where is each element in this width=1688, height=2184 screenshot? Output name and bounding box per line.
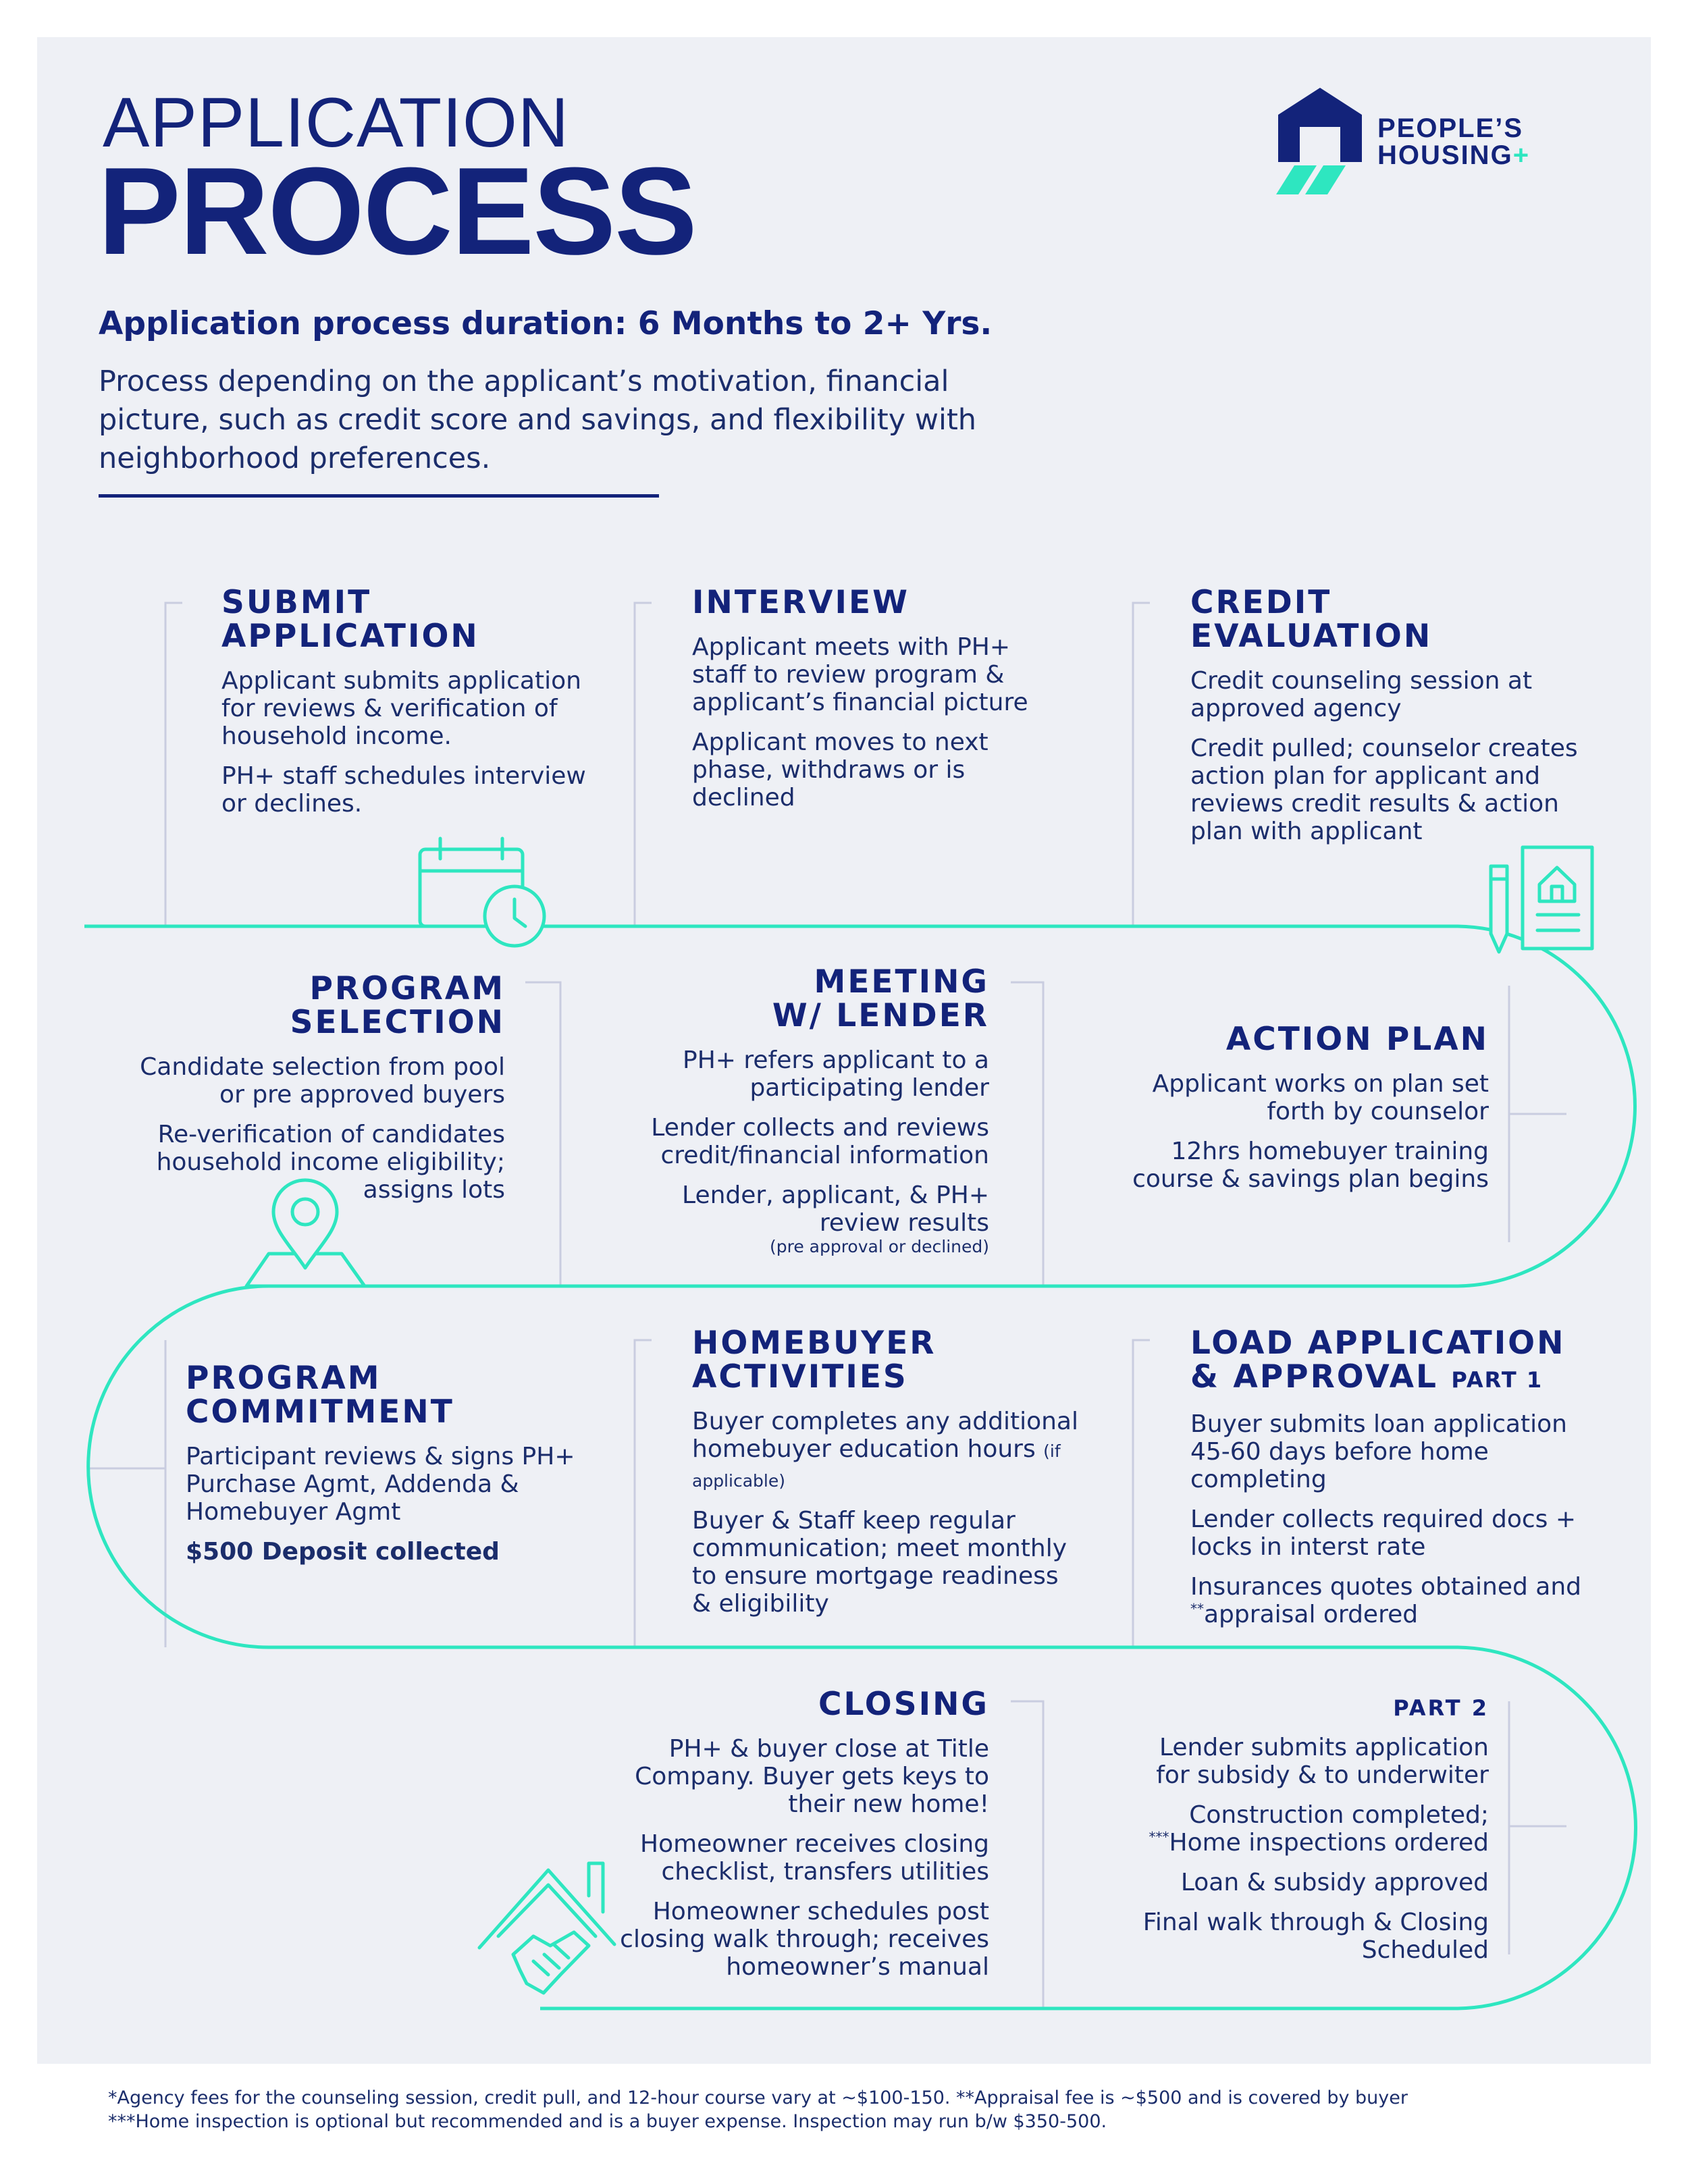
step-title: ACTION PLAN xyxy=(1225,1021,1489,1058)
step-text: Final walk through & Closing Scheduled xyxy=(1142,1909,1489,1964)
step-text: Lender, applicant, & PH+ review results xyxy=(682,1181,989,1237)
step-title: INTERVIEW xyxy=(692,584,909,621)
step-text: Re-verification of candidates household … xyxy=(156,1121,505,1204)
step-text: PH+ & buyer close at Title Company. Buye… xyxy=(635,1735,989,1818)
location-pin-icon xyxy=(244,1178,367,1288)
timeline-path xyxy=(84,924,1637,2010)
step-text-emphasis: $500 Deposit collected xyxy=(186,1538,500,1566)
step-connectors xyxy=(88,602,1566,2008)
step-text: Loan & subsidy approved xyxy=(1180,1869,1489,1896)
step-text: Credit counseling session at approved ag… xyxy=(1190,667,1533,722)
connector-meeting xyxy=(1011,981,1045,1286)
connector-loan xyxy=(1132,1339,1150,1647)
page-card xyxy=(37,37,1651,2064)
step-text: Applicant submits application for review… xyxy=(221,667,581,750)
footnotes: *Agency fees for the counseling session,… xyxy=(108,2086,1408,2133)
logo-plus: + xyxy=(1512,140,1531,170)
step-title: LOAD APPLICATION& APPROVAL PART 1 xyxy=(1190,1325,1566,1395)
step-closing: CLOSING PH+ & buyer close at Title Compa… xyxy=(594,1688,989,1993)
logo-line-1: PEOPLE’S xyxy=(1377,113,1524,143)
house-logo-icon xyxy=(1276,88,1362,194)
step-text: Lender collects and reviews credit/finan… xyxy=(651,1114,989,1169)
logo-wordmark: PEOPLE’S HOUSING+ xyxy=(1377,115,1530,169)
connector-closing xyxy=(1011,1700,1045,2008)
step-text: Lender submits application for subsidy &… xyxy=(1156,1734,1489,1789)
document-house-pen-icon xyxy=(1489,845,1594,954)
connector-interview xyxy=(633,602,652,926)
connector-submit xyxy=(164,602,182,926)
intro-divider xyxy=(99,494,659,498)
step-text: Construction completed;***Home inspectio… xyxy=(1149,1801,1489,1857)
step-interview: INTERVIEW Applicant meets with PH+ staff… xyxy=(692,586,1070,824)
connector-credit xyxy=(1132,602,1150,926)
title-line-2: PROCESS xyxy=(98,141,697,280)
step-title: CLOSING xyxy=(818,1686,989,1723)
duration-heading: Application process duration: 6 Months t… xyxy=(99,305,993,342)
step-loan-application: LOAD APPLICATION& APPROVAL PART 1 Buyer … xyxy=(1190,1327,1609,1641)
step-text: Buyer submits loan application 45-60 day… xyxy=(1190,1410,1567,1493)
step-text: Applicant works on plan set forth by cou… xyxy=(1152,1070,1489,1125)
connector-homebuyer xyxy=(633,1339,652,1647)
logo-line-2-text: HOUSING xyxy=(1377,140,1513,170)
step-text: Buyer completes any additional homebuyer… xyxy=(692,1408,1078,1491)
step-text: Participant reviews & signs PH+ Purchase… xyxy=(186,1443,575,1526)
title-line-1: APPLICATION xyxy=(103,84,570,162)
step-part-2: PART 2 Lender submits application for su… xyxy=(1121,1695,1489,1976)
step-title: PART 2 xyxy=(1393,1695,1489,1721)
step-text: Candidate selection from pool or pre app… xyxy=(140,1053,505,1109)
step-note: (if applicable) xyxy=(692,1441,1061,1491)
step-action-plan: ACTION PLAN Applicant works on plan set … xyxy=(1107,1023,1489,1205)
step-text: Homeowner receives closing checklist, tr… xyxy=(640,1830,989,1886)
step-text: Homeowner schedules post closing walk th… xyxy=(620,1898,989,1981)
step-text: PH+ refers applicant to a participating … xyxy=(682,1046,989,1102)
calendar-clock-icon xyxy=(418,836,546,948)
intro-paragraph: Process depending on the applicant’s mot… xyxy=(99,365,977,475)
step-text: Applicant meets with PH+ staff to review… xyxy=(692,633,1028,716)
footnote-1: *Agency fees for the counseling session,… xyxy=(108,2087,1408,2108)
step-text: Lender collects required docs + locks in… xyxy=(1190,1506,1577,1561)
logo-line-2: HOUSING+ xyxy=(1377,142,1530,169)
connector-program-selection xyxy=(525,981,562,1286)
step-text: Applicant moves to next phase, withdraws… xyxy=(692,728,988,811)
step-text: Buyer & Staff keep regular communication… xyxy=(692,1507,1067,1618)
step-note: (pre approval or declined) xyxy=(769,1237,989,1256)
step-text: Insurances quotes obtained and**appraisa… xyxy=(1190,1573,1582,1628)
step-text: Credit pulled; counselor creates action … xyxy=(1190,735,1578,845)
footnote-2: ***Home inspection is optional but recom… xyxy=(108,2111,1107,2132)
step-text: 12hrs homebuyer training course & saving… xyxy=(1132,1138,1489,1193)
handshake-house-icon xyxy=(477,1861,616,1995)
step-text: PH+ staff schedules interview or decline… xyxy=(221,762,586,818)
